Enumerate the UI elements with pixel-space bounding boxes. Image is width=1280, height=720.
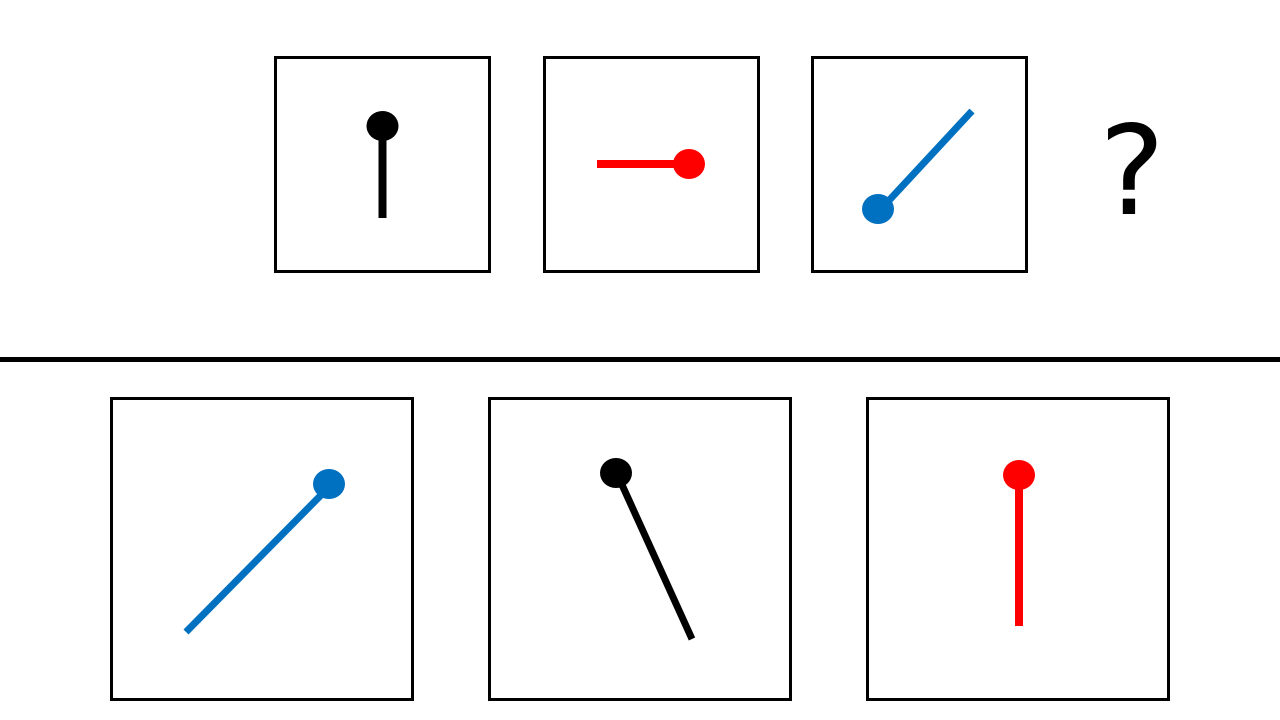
pin-stick — [183, 485, 331, 635]
option-pin-figure-3 — [1003, 460, 1035, 626]
option-tile-3[interactable] — [866, 397, 1170, 701]
divider-line — [0, 357, 1280, 362]
option-pin-figure-2 — [600, 458, 696, 641]
sequence-tile-1 — [274, 56, 491, 273]
option-tile-2[interactable] — [488, 397, 792, 701]
pin-figure-1 — [366, 111, 399, 218]
pin-ball — [862, 194, 894, 224]
pin-ball — [366, 111, 399, 141]
pin-stick — [614, 474, 696, 641]
sequence-tile-3 — [811, 56, 1028, 273]
pin-ball — [600, 458, 632, 488]
pin-ball — [1003, 460, 1035, 490]
pin-ball — [673, 149, 705, 179]
question-mark: ? — [1099, 100, 1165, 244]
pin-figure-3 — [862, 108, 975, 224]
pin-figure-2 — [597, 149, 705, 179]
option-pin-figure-1 — [183, 469, 345, 635]
sequence-tile-2 — [543, 56, 760, 273]
option-tile-1[interactable] — [110, 397, 414, 701]
pin-ball — [313, 469, 345, 499]
pin-stick — [879, 108, 975, 211]
